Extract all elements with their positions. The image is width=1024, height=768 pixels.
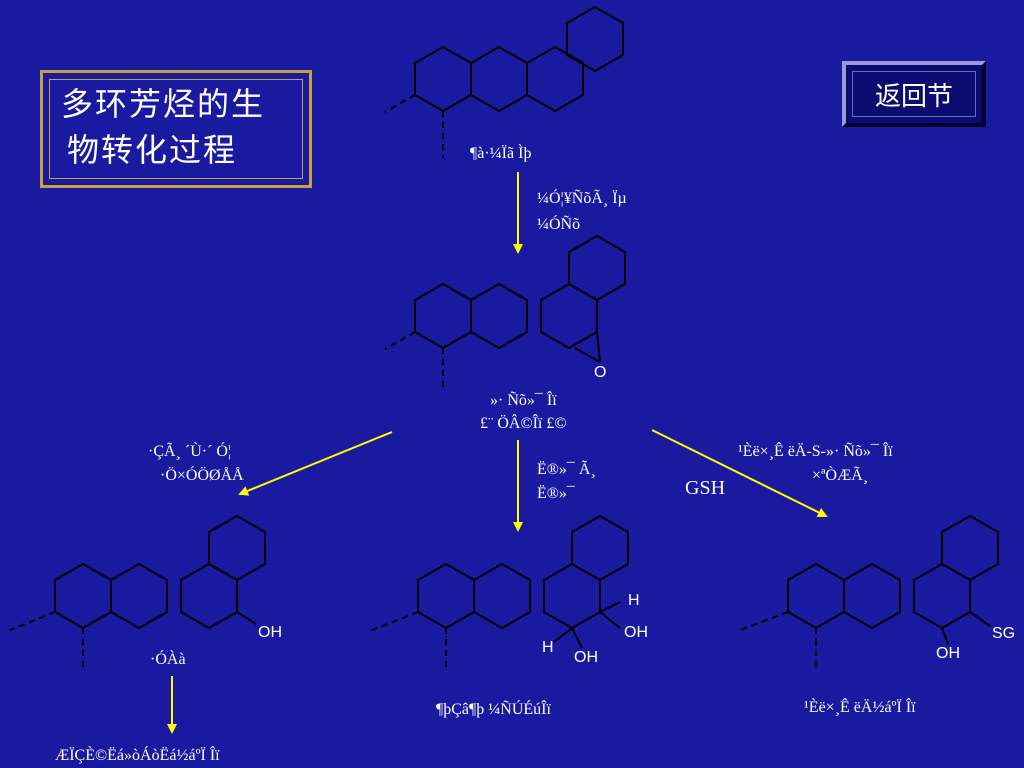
structure-gsh-conjugate <box>739 514 999 672</box>
diol-h-top: H <box>628 592 640 609</box>
structure-diol <box>371 514 629 672</box>
phenol-oh: OH <box>258 624 282 641</box>
phenol-name: ·ÓÀà <box>150 649 186 668</box>
title-line-1: 多环芳烃的生 <box>61 85 266 123</box>
back-button-label: 返回节 <box>874 81 953 112</box>
page-title: 多环芳烃的生 物转化过程 <box>61 81 265 173</box>
back-button-inner-border <box>852 71 976 117</box>
diol-oh-top: OH <box>624 624 648 641</box>
diol-h-bottom: H <box>542 639 554 656</box>
arrow-right <box>651 429 828 517</box>
mid-arrow-label-2: Ë®»¯ <box>537 484 576 502</box>
epoxide-label-1: »· Ñõ»¯ Îï <box>490 390 557 409</box>
left-arrow-label-1: ·ÇÃ¸ ´Ù·´ Ó¦ <box>148 441 231 460</box>
conjugate-sg: SG <box>992 625 1015 642</box>
gsh-label: GSH <box>685 477 725 499</box>
back-to-section-button[interactable]: 返回节 <box>842 61 986 127</box>
right-arrow-label-1: ¹Èë×¸Ê ëÄ-S-»· Ñõ»¯ Îï <box>738 441 893 460</box>
structure-epoxide <box>384 234 626 392</box>
top-name: ¶à·¼Ïã Ìþ <box>470 143 531 162</box>
structure-phenol <box>9 514 266 670</box>
diol-name: ¶þÇâ¶þ ¼ÑÚÉúÎï <box>436 699 551 718</box>
title-inner-border <box>49 79 303 179</box>
phenol-product: ÆÏÇÈ©Ëá»òÁòËá½áºÏ Îï <box>55 745 220 764</box>
epoxide-o-atom: O <box>594 364 606 381</box>
arrow-left <box>238 431 393 496</box>
enzyme-label-1: ¼Ó¦¥ÑõÃ¸ Ïµ <box>537 188 627 207</box>
gsh-conjugate-name: ¹Èë×¸Ê ëÄ½áºÏ Îï <box>804 697 916 716</box>
left-arrow-label-2: ·Ö×ÓÖØÅÅ <box>160 465 244 484</box>
mid-arrow-label-1: Ë®»¯ Ã¸ <box>537 460 596 478</box>
conjugate-oh: OH <box>936 645 960 662</box>
enzyme-label-2: ¼ÓÑõ <box>537 214 580 233</box>
diol-oh-bottom: OH <box>574 649 598 666</box>
epoxide-label-2: £¨ ÖÂ©Îï £© <box>480 413 567 432</box>
right-arrow-label-2: ×ªÒÆÃ¸ <box>812 465 868 484</box>
title-panel: 多环芳烃的生 物转化过程 <box>40 70 312 188</box>
structure-benzanthracene <box>384 5 624 158</box>
title-line-2: 物转化过程 <box>67 131 238 169</box>
